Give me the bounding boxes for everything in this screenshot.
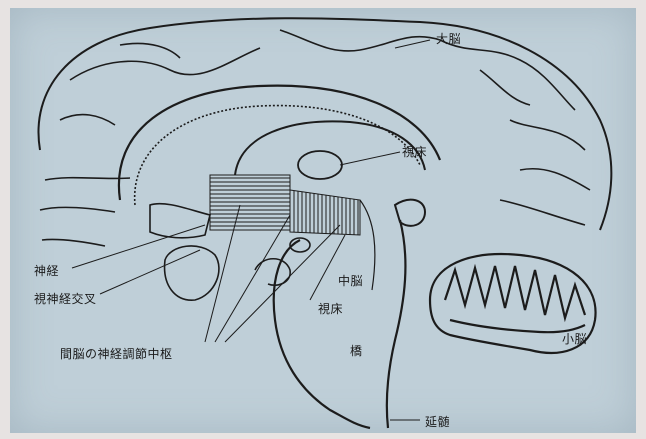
- fornix-arc: [235, 121, 425, 175]
- label-medulla: 延髄: [425, 413, 450, 430]
- label-midbrain: 中脳: [338, 272, 363, 289]
- label-hypothalamus-center: 間脳の神経調節中枢: [60, 345, 173, 362]
- brainstem-posterior: [387, 220, 406, 428]
- brainstem-outline: [274, 240, 370, 428]
- label-optic-nerve: 神経: [34, 262, 59, 279]
- hypothalamus-hatch-h: [210, 175, 290, 230]
- label-optic-chiasm: 視神経交叉: [34, 290, 97, 307]
- label-pons: 橋: [350, 342, 363, 359]
- hypothalamus-hatch-v: [290, 190, 360, 235]
- label-thalamus: 視床: [402, 143, 427, 160]
- label-cerebellum: 小脳: [562, 330, 587, 347]
- thalamus-oval: [298, 151, 342, 179]
- label-midbrain-hypo: 視床: [318, 300, 343, 317]
- pineal-shape: [395, 200, 425, 226]
- label-cerebrum: 大脳: [436, 30, 461, 47]
